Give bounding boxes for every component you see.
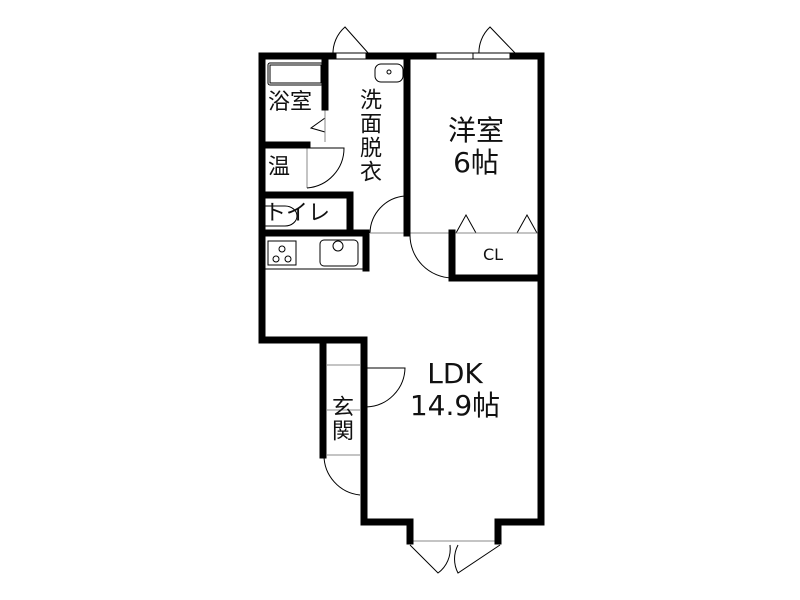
water-heater-label: 温 <box>268 155 291 180</box>
western-room-size: 6帖 <box>453 146 499 179</box>
door-washroom-top <box>332 26 370 56</box>
door-western-top <box>478 26 517 56</box>
western-room-label: 洋室 6帖 <box>432 117 520 177</box>
toilet-bowl <box>264 205 298 227</box>
western-room-name: 洋室 <box>447 114 504 147</box>
ldk-size: 14.9帖 <box>409 389 501 422</box>
entrance-label: 玄関 <box>328 395 353 443</box>
washbasin <box>374 63 404 83</box>
washroom-label: 洗面脱衣 <box>356 88 381 184</box>
toilet-label: トイレ <box>264 201 331 226</box>
outer-wall <box>258 52 545 545</box>
stove <box>267 240 297 266</box>
bath-label: 浴室 <box>268 90 313 115</box>
ldk-label: LDK 14.9帖 <box>405 360 505 420</box>
closet-label: CL <box>483 245 504 264</box>
bathtub <box>267 62 324 86</box>
kitchen-sink <box>319 239 359 267</box>
ldk-name: LDK <box>427 357 483 390</box>
